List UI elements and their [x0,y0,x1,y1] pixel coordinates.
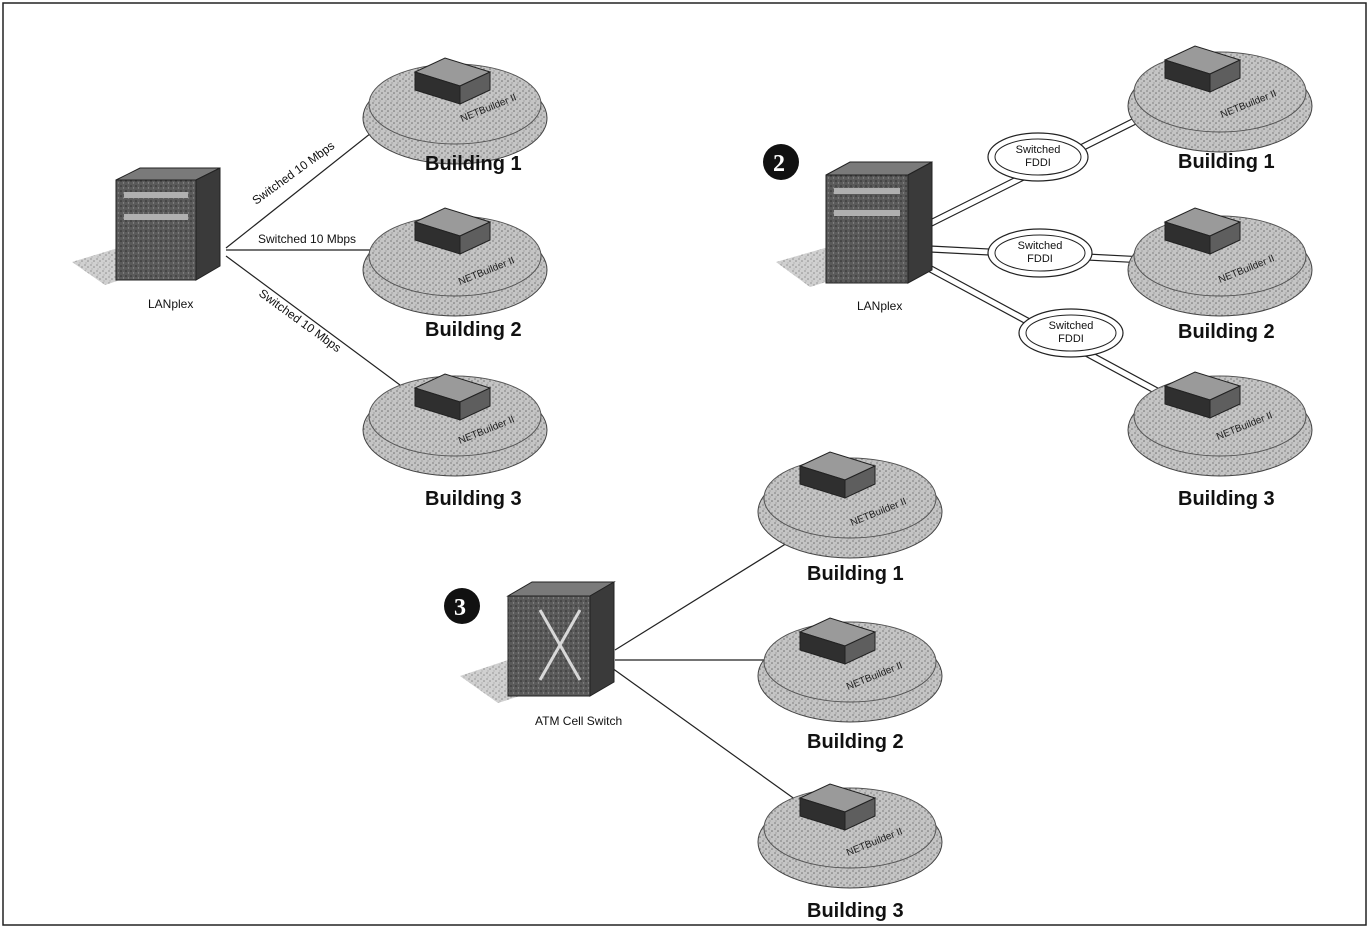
lanplex-switch-icon [776,162,932,287]
ring-label: Switched [1049,320,1094,332]
fddi-ring: Switched FDDI [988,133,1088,181]
building-pad: NETBuilder II [758,618,942,722]
fddi-ring: Switched FDDI [988,229,1092,277]
building-label: Building 1 [425,153,522,175]
badge-number: 2 [773,151,785,177]
building-label: Building 1 [1178,151,1275,173]
building-pad: NETBuilder II [1128,208,1312,316]
badge-number: 3 [454,595,466,621]
scenario-1: Switched 10 Mbps Switched 10 Mbps Switch… [72,58,547,510]
fddi-ring: Switched FDDI [1019,309,1123,357]
building-pad: NETBuilder II [363,374,547,476]
building-label: Building 2 [1178,321,1275,343]
lanplex-switch-icon [72,168,220,285]
building-label: Building 3 [807,900,904,922]
building-pad: NETBuilder II [1128,372,1312,476]
hub-label: ATM Cell Switch [535,714,622,728]
link-label: Switched 10 Mbps [256,286,344,355]
building-pad: NETBuilder II [1128,46,1312,152]
ring-label: FDDI [1058,333,1084,345]
ring-label: FDDI [1025,157,1051,169]
scenario-2: 2 Switched FDDI Switched FDDI [763,46,1312,510]
building-label: Building 2 [807,731,904,753]
scenario-3: 3 ATM Cell Switch NETBuilder II Building… [444,452,942,922]
building-pad: NETBuilder II [758,784,942,888]
ring-label: Switched [1016,144,1061,156]
building-label: Building 1 [807,563,904,585]
link-label: Switched 10 Mbps [258,232,356,246]
ring-label: Switched [1018,240,1063,252]
hub-label: LANplex [148,297,193,311]
building-pad: NETBuilder II [363,208,547,316]
link-3-building-1 [615,535,800,650]
link-label: Switched 10 Mbps [250,138,338,207]
link-1-building-1 [226,118,390,248]
building-label: Building 2 [425,319,522,341]
building-label: Building 3 [1178,488,1275,510]
atm-switch-icon [460,582,614,703]
building-label: Building 3 [425,488,522,510]
ring-label: FDDI [1027,253,1053,265]
building-pad: NETBuilder II [363,58,547,164]
building-pad: NETBuilder II [758,452,942,558]
hub-label: LANplex [857,299,902,313]
